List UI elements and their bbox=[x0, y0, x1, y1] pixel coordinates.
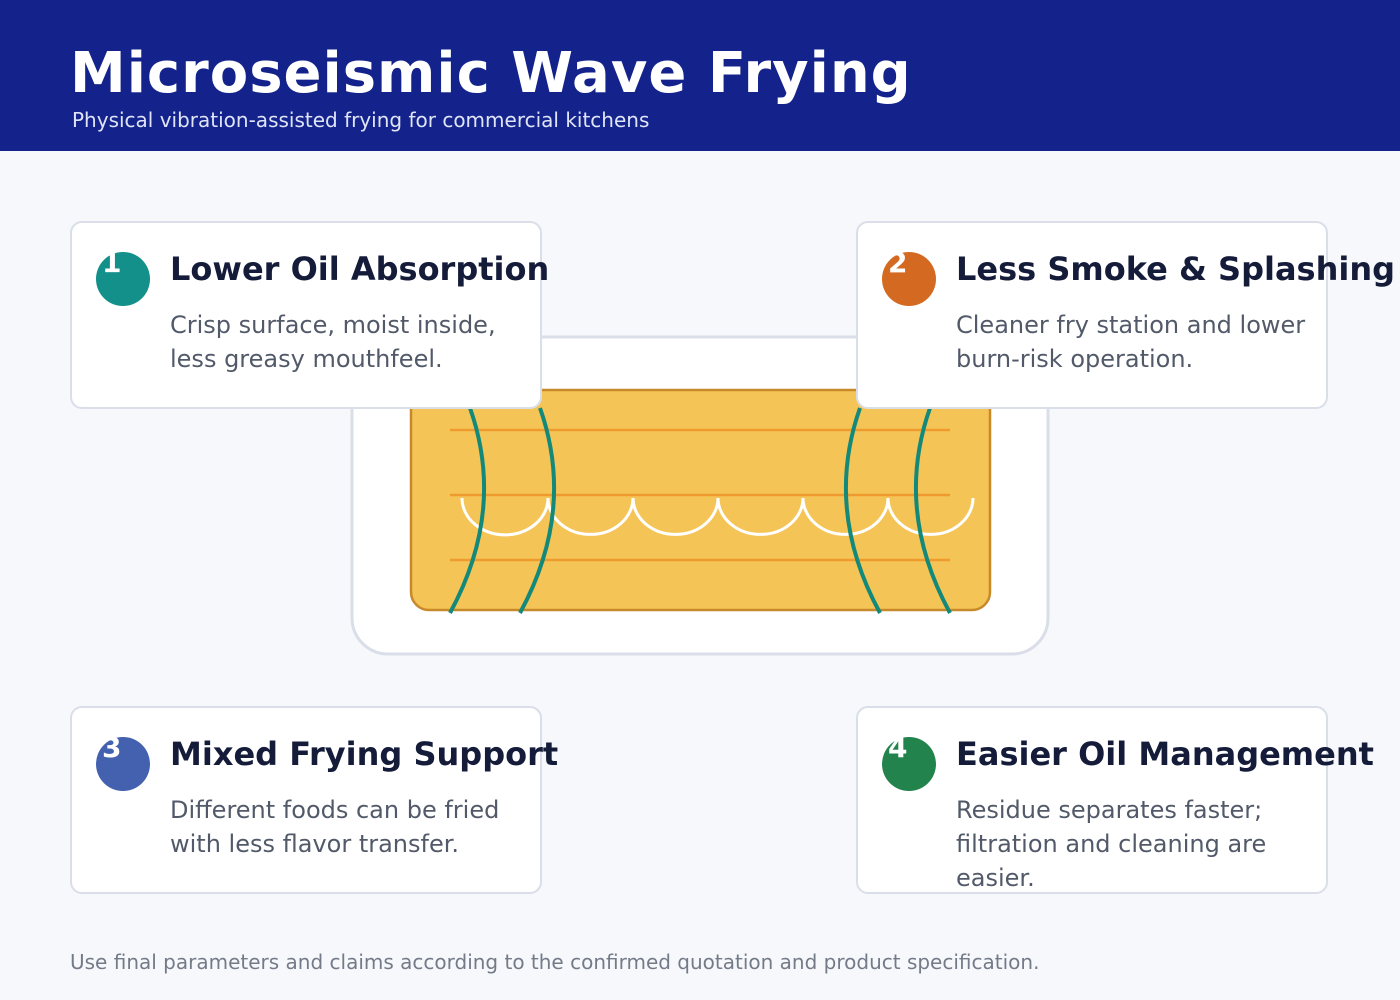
microseismic-wave-line bbox=[460, 497, 975, 537]
benefit-card-mixed-frying: 3 Mixed Frying Support Different foods c… bbox=[70, 706, 558, 894]
header-banner: Microseismic Wave Frying Physical vibrat… bbox=[0, 0, 1400, 151]
footer-disclaimer: Use final parameters and claims accordin… bbox=[70, 950, 1040, 974]
benefit-card-less-smoke: 2 Less Smoke & Splashing Cleaner fry sta… bbox=[856, 221, 1395, 409]
number-badge bbox=[96, 252, 150, 306]
badge-number: 2 bbox=[888, 246, 908, 279]
card-description: Cleaner fry station and lower burn-risk … bbox=[956, 311, 1306, 373]
badge-number: 1 bbox=[102, 246, 122, 279]
vibration-wave-left-outer bbox=[448, 407, 487, 614]
page-subtitle: Physical vibration-assisted frying for c… bbox=[72, 108, 650, 132]
card-title: Less Smoke & Splashing bbox=[956, 250, 1396, 288]
benefit-card-lower-oil-absorption: 1 Lower Oil Absorption Crisp surface, mo… bbox=[70, 221, 549, 409]
card-description: Residue separates faster; filtration and… bbox=[956, 796, 1267, 892]
card-description: Crisp surface, moist inside, less greasy… bbox=[170, 311, 496, 373]
vibration-wave-left-inner bbox=[518, 407, 557, 614]
number-badge bbox=[96, 737, 150, 791]
number-badge bbox=[882, 737, 936, 791]
vibration-wave-right-outer bbox=[913, 407, 952, 614]
vibration-wave-right-inner bbox=[843, 407, 882, 614]
card-title: Mixed Frying Support bbox=[170, 735, 559, 773]
benefit-card-oil-management: 4 Easier Oil Management Residue separate… bbox=[856, 706, 1374, 894]
badge-number: 4 bbox=[888, 731, 908, 764]
badge-number: 3 bbox=[102, 731, 122, 764]
number-badge bbox=[882, 252, 936, 306]
oil-vat bbox=[409, 388, 992, 612]
page-title: Microseismic Wave Frying bbox=[70, 41, 912, 106]
card-title: Easier Oil Management bbox=[956, 735, 1374, 773]
card-description: Different foods can be fried with less f… bbox=[170, 796, 500, 858]
card-title: Lower Oil Absorption bbox=[170, 250, 550, 288]
